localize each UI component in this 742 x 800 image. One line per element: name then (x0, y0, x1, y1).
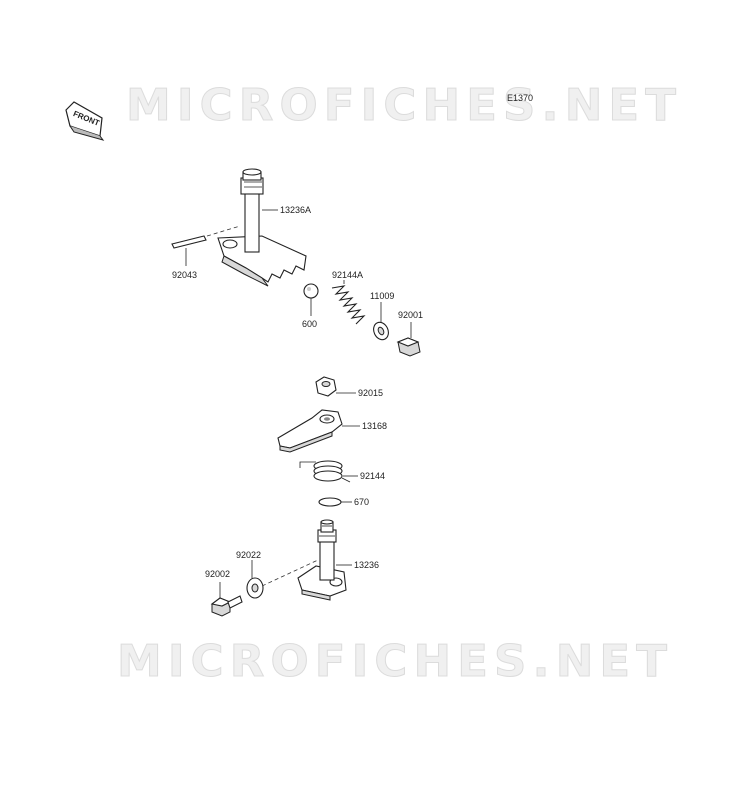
part-600 (303, 283, 319, 299)
part-11009 (373, 321, 389, 341)
part-92144a (331, 285, 366, 325)
part-92144 (299, 460, 351, 483)
label-92043: 92043 (172, 270, 197, 280)
label-92144: 92144 (360, 471, 385, 481)
label-13168: 13168 (362, 421, 387, 431)
label-13236a: 13236A (280, 205, 311, 215)
watermark-bottom: MICROFICHES.NET (117, 636, 673, 687)
label-92015: 92015 (358, 388, 383, 398)
label-600: 600 (302, 319, 317, 329)
part-92022 (246, 577, 264, 599)
label-11009: 11009 (370, 291, 394, 301)
part-92015 (315, 376, 337, 397)
diagram-code: E1370 (507, 93, 533, 103)
watermark-top: MICROFICHES.NET (126, 80, 682, 131)
part-670 (318, 497, 342, 507)
label-670: 670 (354, 497, 369, 507)
part-13236 (261, 519, 347, 601)
label-13236: 13236 (354, 560, 379, 570)
part-13168 (277, 409, 343, 453)
label-92144a: 92144A (332, 270, 363, 280)
label-92002: 92002 (205, 569, 230, 579)
part-92002 (210, 595, 243, 617)
part-92043 (171, 225, 241, 249)
label-92022: 92022 (236, 550, 261, 560)
front-arrow-icon: FRONT (65, 101, 105, 141)
part-13236a (217, 168, 307, 287)
label-92001: 92001 (398, 310, 423, 320)
part-92001 (396, 337, 421, 357)
